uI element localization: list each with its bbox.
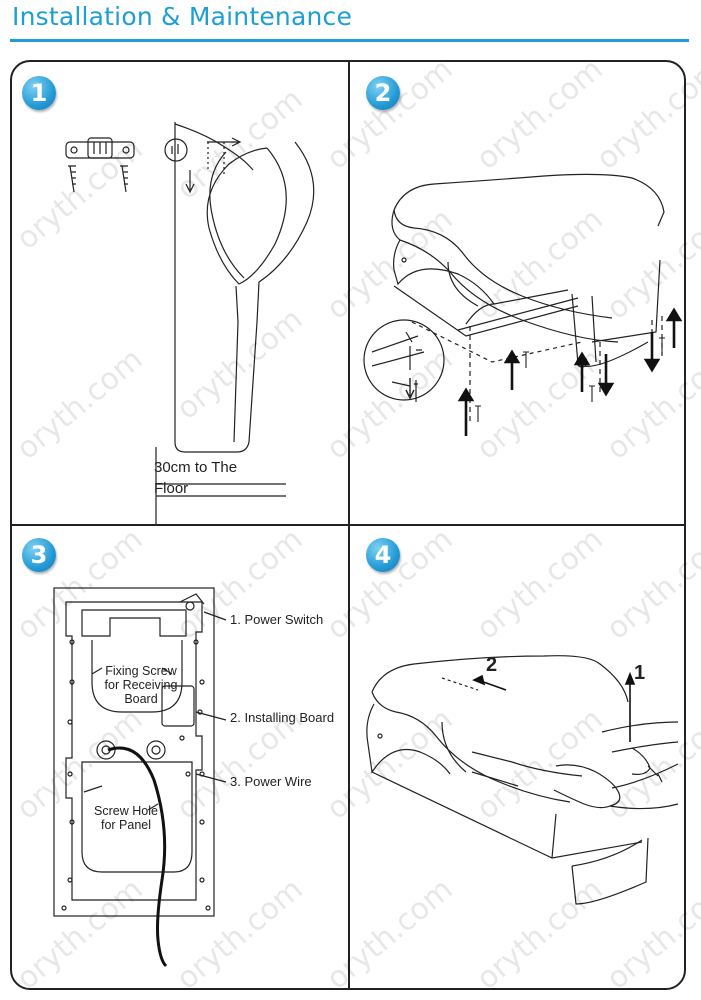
step-badge-4: 4 (366, 538, 400, 572)
header-rule (10, 39, 689, 42)
label-screw-hole-line-2: for Panel (100, 818, 152, 832)
label-arrow-2: 2 (486, 654, 498, 676)
panel-4-illustration (366, 655, 679, 905)
label-power-wire: 3. Power Wire (230, 774, 312, 789)
label-screw-hole-line-1: Screw Hole (94, 804, 158, 818)
panel-2-illustration (363, 173, 683, 436)
step-badge-2: 2 (366, 76, 400, 110)
instruction-frame: 1 (10, 60, 686, 990)
label-screw-hole: Screw Hole for Panel (76, 804, 176, 832)
label-fixing-screw: Fixing Screw for Receiving Board (86, 664, 196, 706)
label-arrow-1: 1 (634, 662, 646, 684)
distance-label-floor: Floor (154, 480, 189, 497)
step-badge-3: 3 (22, 538, 56, 572)
panel-1-illustration (65, 122, 315, 524)
step-badge-1: 1 (22, 76, 56, 110)
label-fixing-screw-line-1: Fixing Screw (105, 664, 177, 678)
frame-divider-horizontal (12, 524, 684, 526)
distance-label: 30cm to The (154, 459, 238, 476)
label-fixing-screw-line-3: Board (124, 692, 158, 706)
label-installing-board: 2. Installing Board (230, 710, 335, 725)
page-title: Installation & Maintenance (12, 2, 353, 31)
label-power-switch: 1. Power Switch (230, 612, 324, 627)
label-fixing-screw-line-2: for Receiving (104, 678, 178, 692)
panel-3-illustration (53, 587, 227, 968)
